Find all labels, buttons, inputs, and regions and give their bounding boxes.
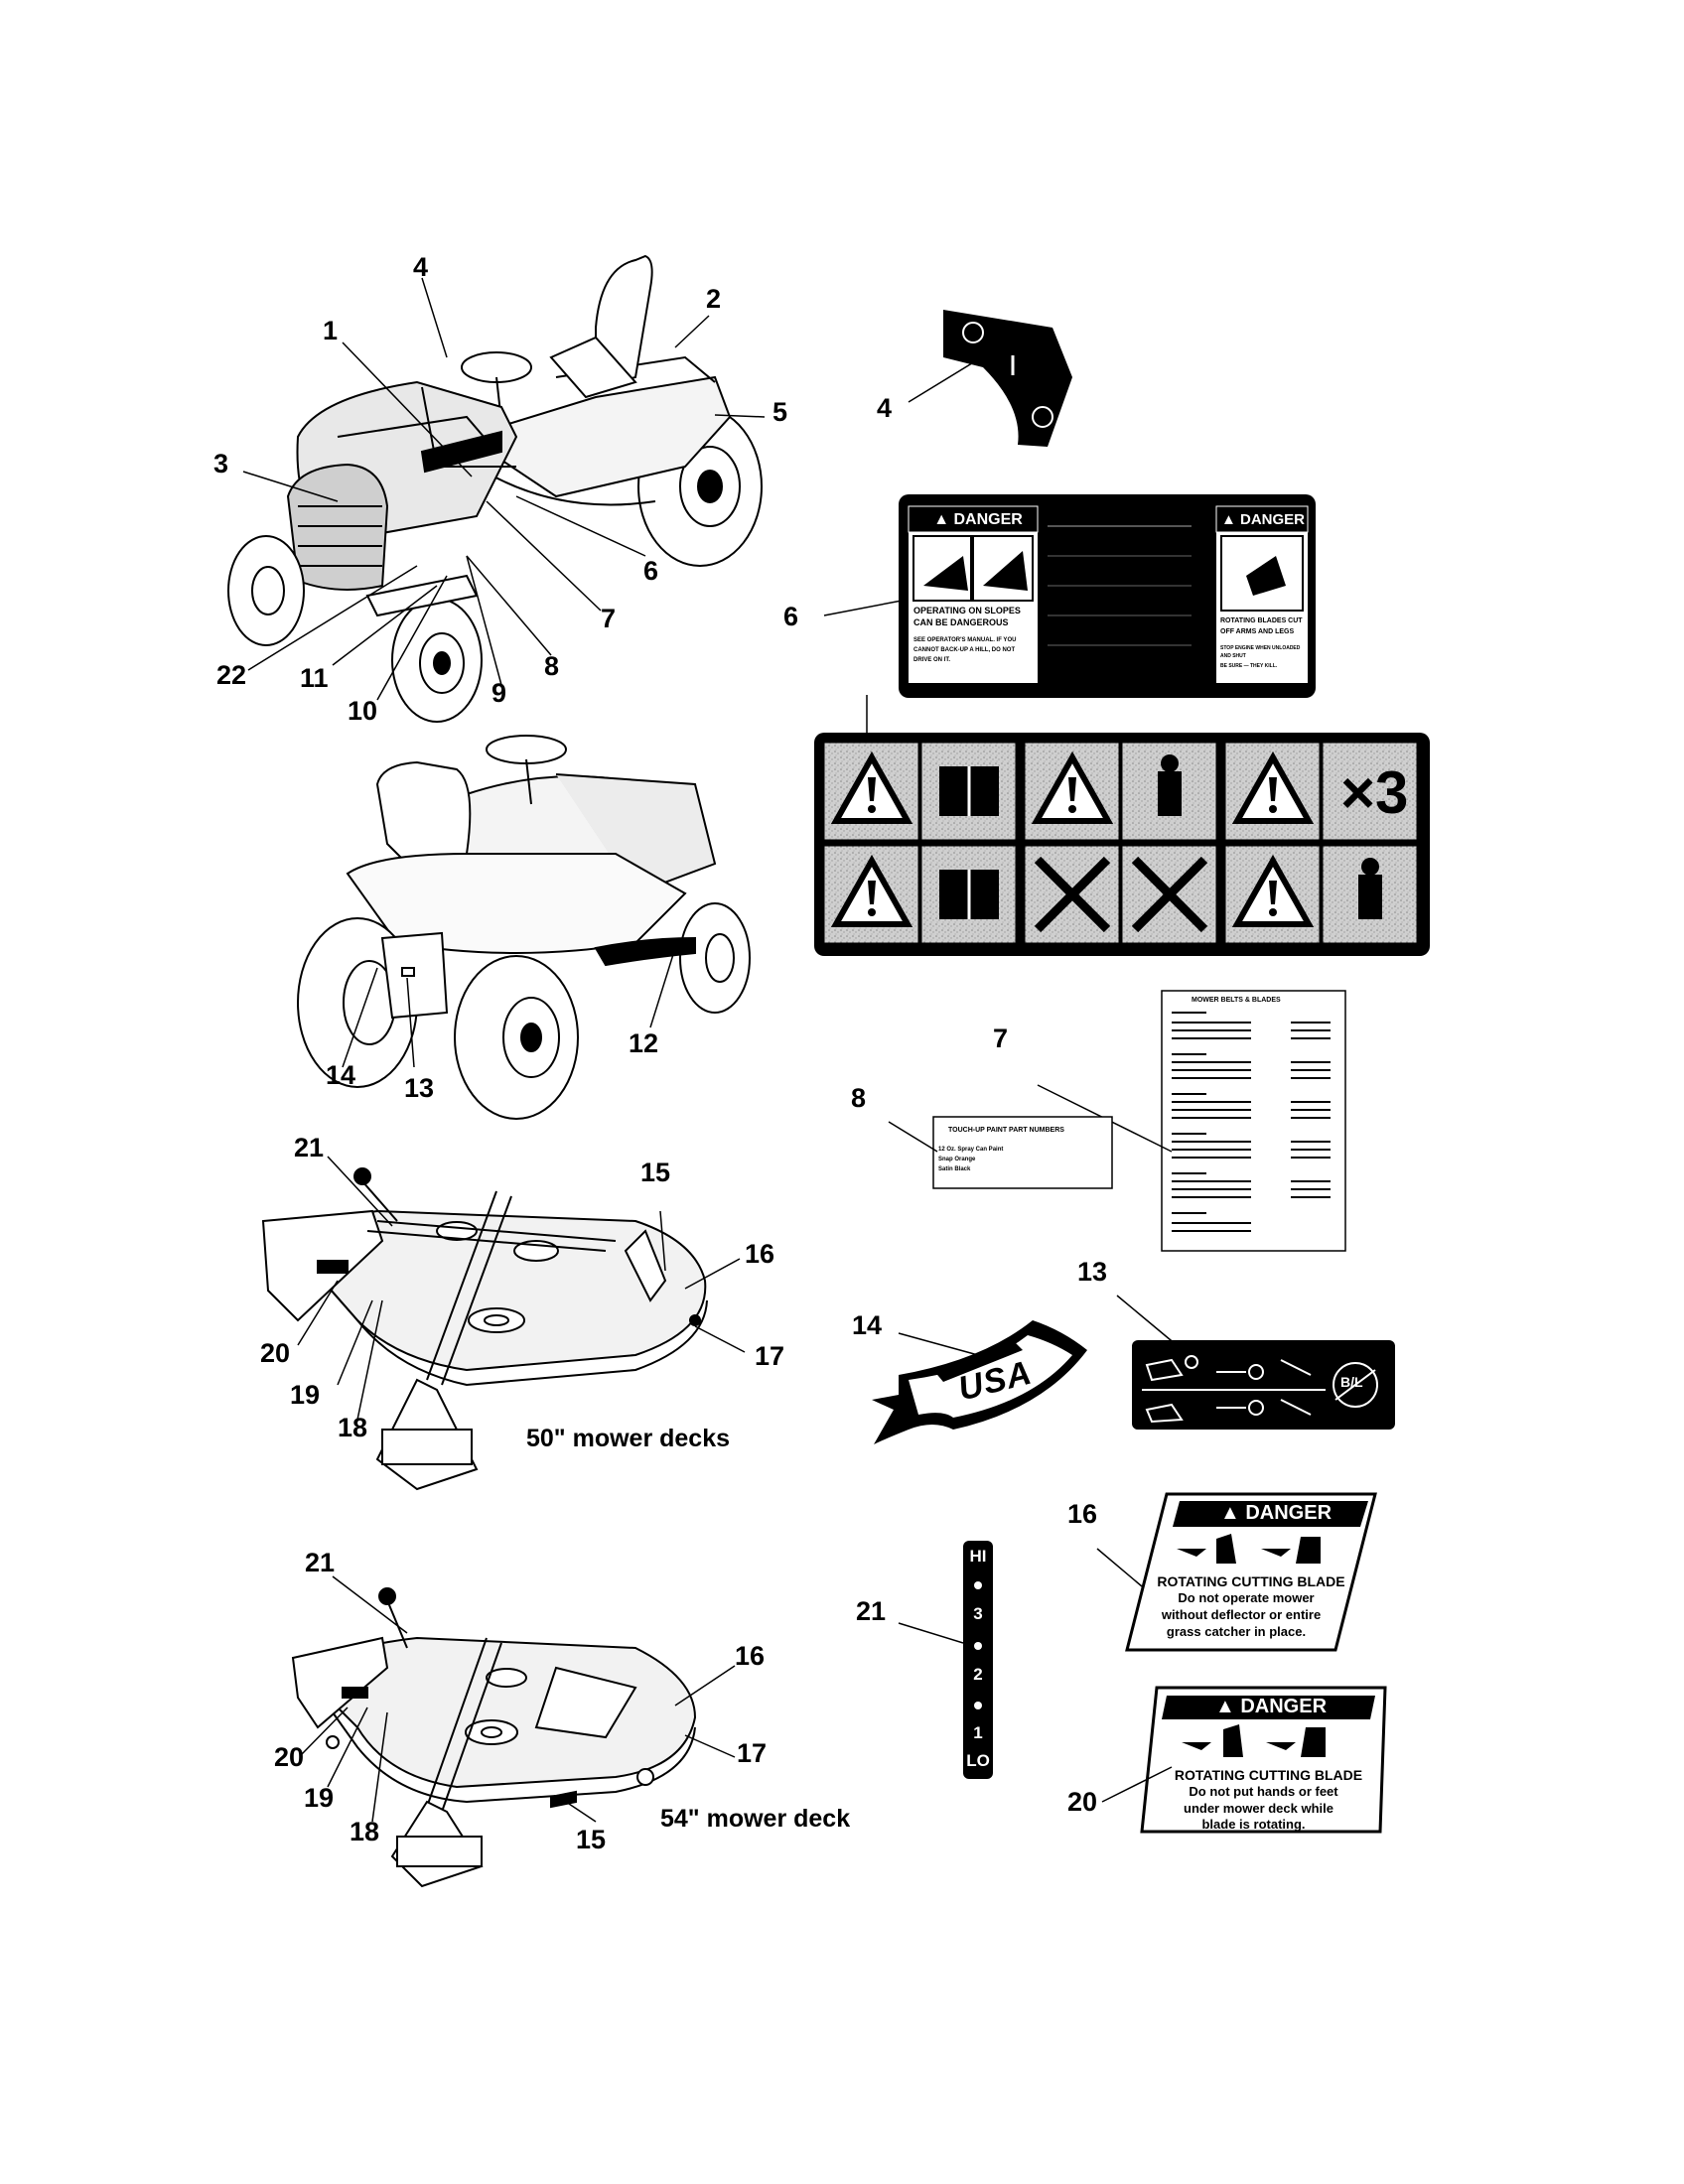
- danger-left-line5: DRIVE ON IT.: [913, 657, 951, 663]
- danger-decal-16: [1096, 1492, 1377, 1652]
- caption-deck54: 54" mower deck: [660, 1805, 851, 1833]
- danger16-head: ▲ DANGER: [1219, 1502, 1333, 1524]
- danger-left-line3: SEE OPERATOR'S MANUAL. IF YOU: [913, 637, 1017, 643]
- decal-13-controls: [1116, 1295, 1395, 1430]
- danger20-line2: Do not put hands or feet: [1189, 1784, 1338, 1799]
- callout-1: 1: [323, 316, 339, 345]
- callout-14: 14: [326, 1060, 356, 1090]
- danger16-line1: ROTATING CUTTING BLADE: [1157, 1573, 1345, 1589]
- height-strip-decal-21: [898, 1541, 993, 1779]
- callout-5: 5: [772, 397, 788, 427]
- danger-right-line5: BE SURE — THEY KILL.: [1220, 663, 1278, 669]
- label8-title: TOUCH-UP PAINT PART NUMBERS: [948, 1127, 1064, 1134]
- label7-title: MOWER BELTS & BLADES: [1192, 997, 1281, 1004]
- callout-22: 22: [216, 660, 247, 690]
- danger-left-line2: CAN BE DANGEROUS: [913, 617, 1009, 627]
- danger-left-line4: CANNOT BACK-UP A HILL, DO NOT: [913, 647, 1016, 653]
- callout-13: 13: [404, 1073, 435, 1103]
- callout-3: 3: [213, 449, 229, 478]
- callout-21-right: 21: [856, 1596, 887, 1626]
- danger-right-line1: ROTATING BLADES CUT: [1220, 617, 1303, 624]
- callout-16-deck50: 16: [745, 1239, 775, 1269]
- danger20-line3: under mower deck while: [1184, 1801, 1333, 1816]
- callout-2: 2: [706, 284, 722, 314]
- callout-11: 11: [300, 663, 329, 693]
- callout-9: 9: [491, 678, 507, 708]
- usa-flag-decal-14: [872, 1320, 1087, 1444]
- callout-13-right: 13: [1077, 1257, 1108, 1287]
- tractor-front-illustration: [227, 254, 763, 723]
- speed-1: 1: [973, 1723, 983, 1742]
- callout-15-deck50: 15: [640, 1158, 671, 1187]
- danger-left-head: ▲ DANGER: [923, 509, 1033, 531]
- pictogram-grid: ×3: [823, 742, 1418, 944]
- danger-right-line3: STOP ENGINE WHEN UNLOADED: [1220, 645, 1301, 651]
- callout-4-right: 4: [877, 393, 893, 423]
- callout-21-deck50: 21: [294, 1133, 325, 1162]
- danger-right-head: ▲ DANGER: [1219, 509, 1307, 531]
- pictogram-tile: [823, 845, 1017, 944]
- label-7-belts-blades: [1037, 990, 1346, 1252]
- label8-row1: 12 Oz. Spray Can Paint: [938, 1147, 1004, 1153]
- callout-16-right: 16: [1067, 1499, 1098, 1529]
- speed-lo: LO: [966, 1751, 990, 1770]
- callout-17-deck50: 17: [755, 1341, 785, 1371]
- danger20-line4: blade is rotating.: [1201, 1817, 1306, 1832]
- label-8-touchup: [888, 1116, 1113, 1189]
- callout-20-right: 20: [1067, 1787, 1098, 1817]
- callout-21-deck54: 21: [305, 1548, 336, 1577]
- callout-14-right: 14: [852, 1310, 883, 1340]
- callout-7-right: 7: [993, 1024, 1009, 1053]
- pictogram-tile: [1224, 845, 1418, 944]
- callout-8-right: 8: [851, 1083, 867, 1113]
- callout-7: 7: [601, 604, 617, 633]
- callout-4: 4: [413, 252, 429, 282]
- label8-row3: Satin Black: [938, 1166, 971, 1172]
- callout-18-deck54: 18: [350, 1817, 380, 1846]
- callout-20-deck50: 20: [260, 1338, 291, 1368]
- callout-10: 10: [348, 696, 378, 726]
- callout-17-deck54: 17: [737, 1738, 768, 1768]
- callout-18-deck50: 18: [338, 1413, 368, 1442]
- danger-decal-20: [1101, 1686, 1387, 1834]
- pictogram-tile: ×3: [1224, 742, 1418, 841]
- bl-text: B/L: [1340, 1374, 1363, 1390]
- danger-panel-decal-6: [823, 494, 1316, 698]
- tractor-rear-illustration: [297, 735, 751, 1120]
- pictogram-tile: [1024, 845, 1217, 944]
- speed-hi: HI: [969, 1547, 987, 1566]
- danger16-line3: without deflector or entire: [1161, 1607, 1322, 1622]
- callout-16-deck54: 16: [735, 1641, 766, 1671]
- speed-3: 3: [973, 1604, 983, 1623]
- pictogram-tile: [1024, 742, 1217, 841]
- callout-15-deck54: 15: [576, 1825, 607, 1854]
- danger16-line4: grass catcher in place.: [1166, 1624, 1307, 1639]
- danger-left-line1: OPERATING ON SLOPES: [913, 606, 1021, 615]
- danger-right-line4: AND SHUT: [1220, 653, 1246, 659]
- callout-19-deck54: 19: [304, 1783, 335, 1813]
- callout-19-deck50: 19: [290, 1380, 321, 1410]
- mower-deck-54-illustration: [291, 1587, 697, 1888]
- callout-20-deck54: 20: [274, 1742, 305, 1772]
- speed-2: 2: [973, 1665, 983, 1684]
- mower-deck-50-illustration: [261, 1167, 708, 1491]
- danger16-line2: Do not operate mower: [1178, 1590, 1315, 1605]
- pictogram-x3-glyph: ×3: [1340, 759, 1408, 826]
- label8-row2: Snap Orange: [938, 1157, 976, 1162]
- danger-right-line2: OFF ARMS AND LEGS: [1220, 628, 1295, 635]
- callout-12: 12: [629, 1028, 659, 1058]
- caption-deck50: 50" mower decks: [526, 1425, 731, 1452]
- callout-8: 8: [544, 651, 560, 681]
- danger20-line1: ROTATING CUTTING BLADE: [1174, 1767, 1363, 1783]
- callout-6-right-a: 6: [783, 602, 799, 631]
- ignition-decal-4: [908, 310, 1072, 447]
- pictogram-tile: [823, 742, 1017, 841]
- callout-6: 6: [643, 556, 659, 586]
- danger20-head: ▲ DANGER: [1214, 1696, 1328, 1717]
- leader-lines-left: [242, 277, 766, 1823]
